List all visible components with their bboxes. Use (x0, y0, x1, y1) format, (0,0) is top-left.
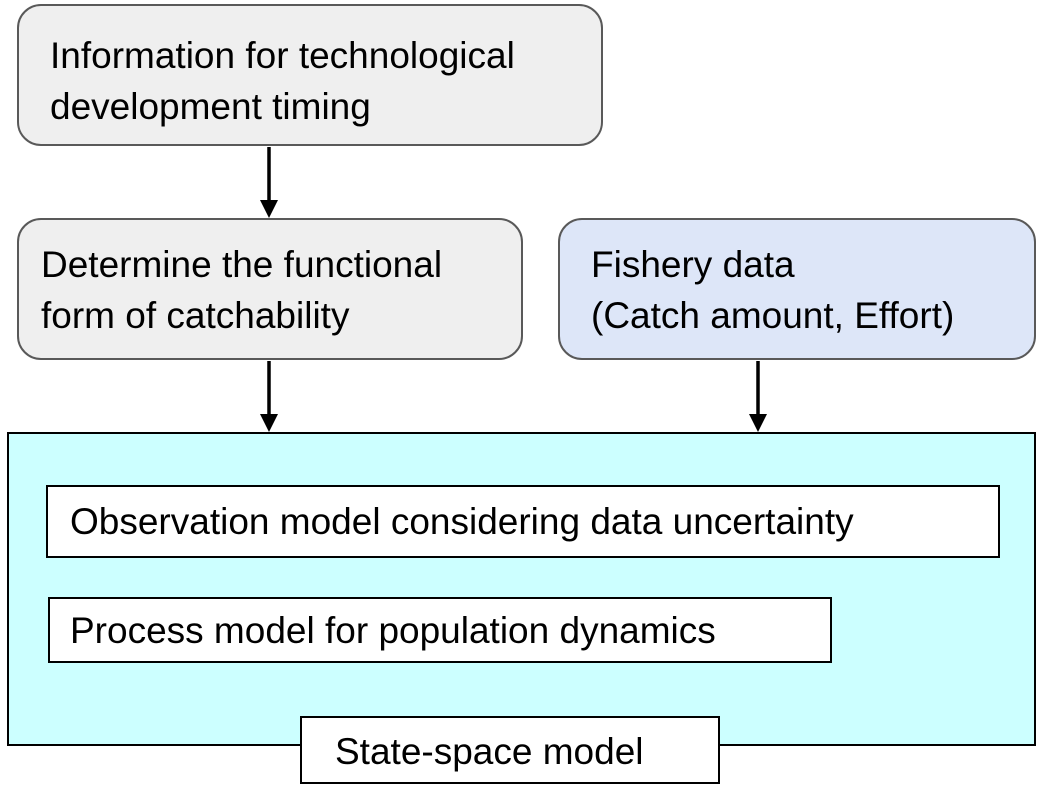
fishery-data-line-2: (Catch amount, Effort) (591, 295, 955, 336)
catchability-form-label: Determine the functional form of catchab… (41, 239, 442, 341)
catchability-form-line-2: form of catchability (41, 295, 350, 336)
arrow-tech-to-function (260, 147, 278, 218)
fishery-data-line-1: Fishery data (591, 244, 795, 285)
process-model-box: Process model for population dynamics (48, 597, 832, 663)
state-space-model-title: State-space model (335, 731, 644, 772)
catchability-form-box: Determine the functional form of catchab… (17, 218, 523, 360)
catchability-form-line-1: Determine the functional (41, 244, 443, 285)
tech-development-info-label: Information for technological developmen… (50, 30, 515, 132)
state-space-model-container (7, 432, 1036, 746)
state-space-model-title-box: State-space model (300, 716, 720, 784)
process-model-label: Process model for population dynamics (70, 610, 716, 651)
fishery-data-label: Fishery data (Catch amount, Effort) (591, 239, 954, 341)
fishery-data-box: Fishery data (Catch amount, Effort) (558, 218, 1036, 360)
arrow-fishery-to-model (749, 361, 767, 432)
tech-development-info-line-1: Information for technological (50, 35, 515, 76)
tech-development-info-line-2: development timing (50, 86, 371, 127)
tech-development-info-box: Information for technological developmen… (17, 4, 603, 146)
observation-model-label: Observation model considering data uncer… (70, 501, 854, 542)
observation-model-box: Observation model considering data uncer… (46, 485, 1000, 558)
arrow-function-to-model (260, 361, 278, 432)
